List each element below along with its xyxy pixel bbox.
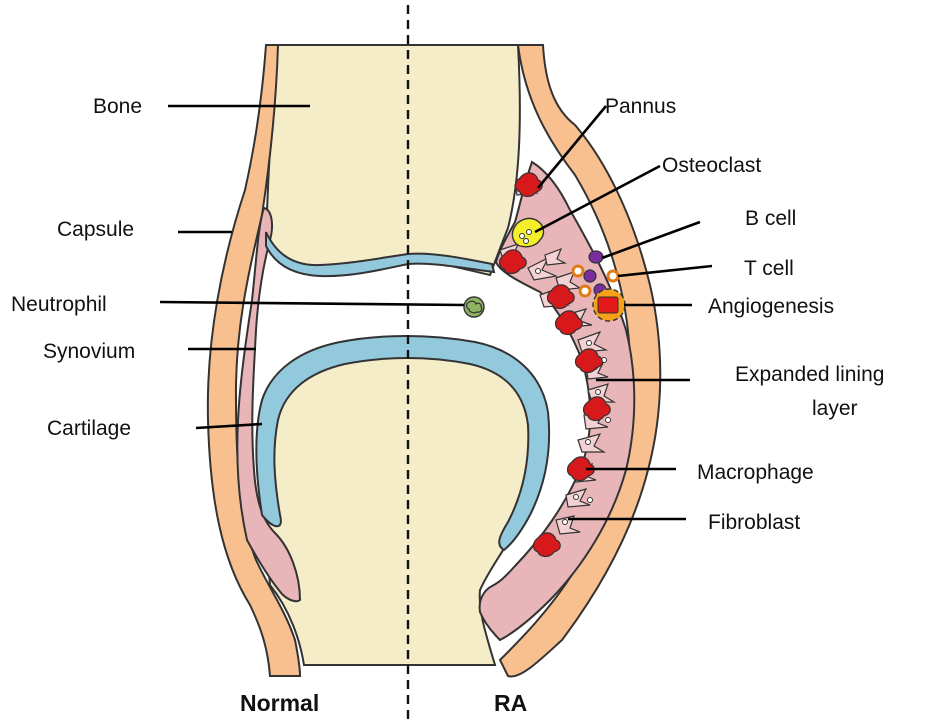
label-pannus: Pannus bbox=[605, 95, 676, 118]
label-neutrophil: Neutrophil bbox=[11, 293, 107, 316]
angiogenesis-lumen bbox=[598, 297, 618, 313]
label-panel-normal: Normal bbox=[240, 690, 319, 716]
leader-neutrophil bbox=[160, 302, 464, 305]
label-angiogenesis: Angiogenesis bbox=[708, 295, 834, 318]
bone-upper bbox=[266, 45, 520, 275]
label-synovium: Synovium bbox=[43, 340, 135, 363]
label-expanded-lining-1: Expanded lining bbox=[735, 363, 884, 386]
label-macrophage: Macrophage bbox=[697, 461, 814, 484]
label-bone: Bone bbox=[93, 95, 142, 118]
label-capsule: Capsule bbox=[57, 218, 134, 241]
label-cartilage: Cartilage bbox=[47, 417, 131, 440]
label-b-cell: B cell bbox=[745, 207, 796, 230]
label-panel-ra: RA bbox=[494, 690, 527, 716]
label-expanded-lining-2: layer bbox=[812, 397, 858, 420]
label-osteoclast: Osteoclast bbox=[662, 154, 761, 177]
label-fibroblast: Fibroblast bbox=[708, 511, 800, 534]
label-t-cell: T cell bbox=[744, 257, 794, 280]
